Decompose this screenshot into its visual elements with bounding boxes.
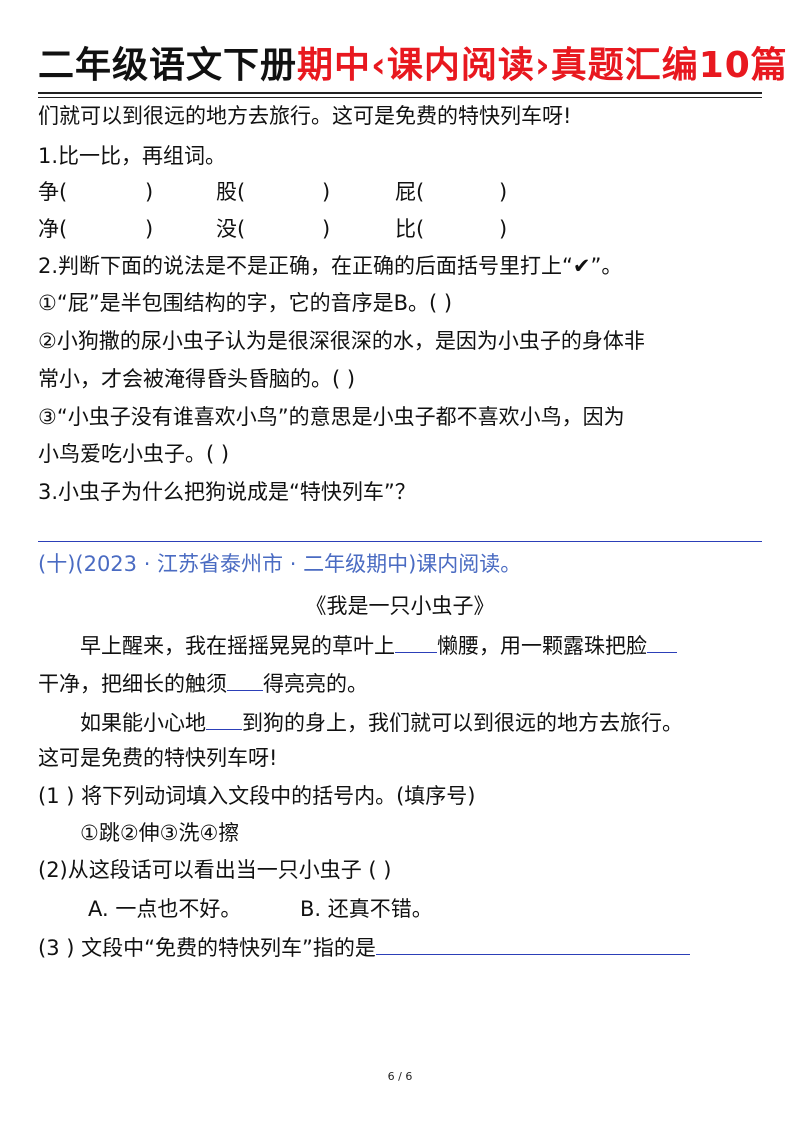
title-grade: 二年级语文下册: [38, 45, 298, 86]
page-title: 二年级语文下册期中‹课内阅读›真题汇编10篇: [38, 42, 787, 90]
question-2-item-1: ①“屁”是半包围结构的字，它的音序是B。( ): [38, 291, 453, 315]
passage-paragraph-2: 如果能小心地到狗的身上，我们就可以到很远的地方去旅行。: [80, 707, 683, 738]
passage-paragraph-1: 早上醒来，我在摇摇晃晃的草叶上懒腰，用一颗露珠把脸: [80, 630, 677, 661]
question-2-item-3-cont: 小鸟爱吃小虫子。( ): [38, 442, 230, 466]
title-subject: 期中‹课内阅读›真题汇编10篇: [297, 45, 788, 86]
word-cell: 比(: [395, 217, 425, 241]
title-rule: [38, 92, 762, 94]
fill-blank[interactable]: [206, 707, 242, 730]
sub-question-3: (3 ) 文段中“免费的特快列车”指的是: [38, 932, 690, 963]
question-3: 3.小虫子为什么把狗说成是“特快列车”？: [38, 480, 416, 504]
word-cell: 股(: [216, 180, 246, 204]
question-2-item-3: ③“小虫子没有谁喜欢小鸟”的意思是小虫子都不喜欢小鸟，因为: [38, 405, 625, 429]
word-close: ): [145, 180, 154, 204]
sub-question-2: (2)从这段话可以看出当一只小虫子 ( ): [38, 858, 392, 882]
passage-paragraph-1-cont: 干净，把细长的触须得亮亮的。: [38, 668, 368, 699]
title-rule-thin: [38, 97, 762, 98]
word-close: ): [145, 217, 154, 241]
word-close: ): [499, 217, 508, 241]
verb-options: ①跳②伸③洗④擦: [80, 821, 240, 845]
word-cell: 净(: [38, 217, 68, 241]
word-close: ): [322, 180, 331, 204]
fill-blank[interactable]: [647, 630, 677, 653]
section-heading: (十)(2023 · 江苏省泰州市 · 二年级期中)课内阅读。: [38, 552, 522, 576]
choice-a[interactable]: A. 一点也不好。: [88, 897, 242, 921]
passage-continuation: 们就可以到很远的地方去旅行。这可是免费的特快列车呀!: [38, 104, 572, 128]
question-2-item-2: ②小狗撒的尿小虫子认为是很深很深的水，是因为小虫子的身体非: [38, 329, 645, 353]
word-cell: 争(: [38, 180, 68, 204]
question-2-item-2-cont: 常小，才会被淹得昏头昏脑的。( ): [38, 367, 356, 391]
sub-question-1: (1 ) 将下列动词填入文段中的括号内。(填序号): [38, 784, 476, 808]
fill-blank[interactable]: [395, 630, 437, 653]
word-cell: 没(: [216, 217, 246, 241]
answer-blank[interactable]: [375, 932, 690, 955]
page-number: 6 / 6: [387, 1070, 413, 1083]
passage-title: 《我是一只小虫子》: [305, 594, 495, 618]
question-1: 1.比一比，再组词。: [38, 144, 227, 168]
fill-blank[interactable]: [227, 668, 263, 691]
answer-line[interactable]: [38, 541, 762, 542]
word-close: ): [322, 217, 331, 241]
word-cell: 屁(: [395, 180, 425, 204]
choice-b[interactable]: B. 还真不错。: [300, 897, 433, 921]
question-2: 2.判断下面的说法是不是正确，在正确的后面括号里打上“✔”。: [38, 254, 623, 278]
word-close: ): [499, 180, 508, 204]
passage-paragraph-2-cont: 这可是免费的特快列车呀!: [38, 746, 278, 770]
